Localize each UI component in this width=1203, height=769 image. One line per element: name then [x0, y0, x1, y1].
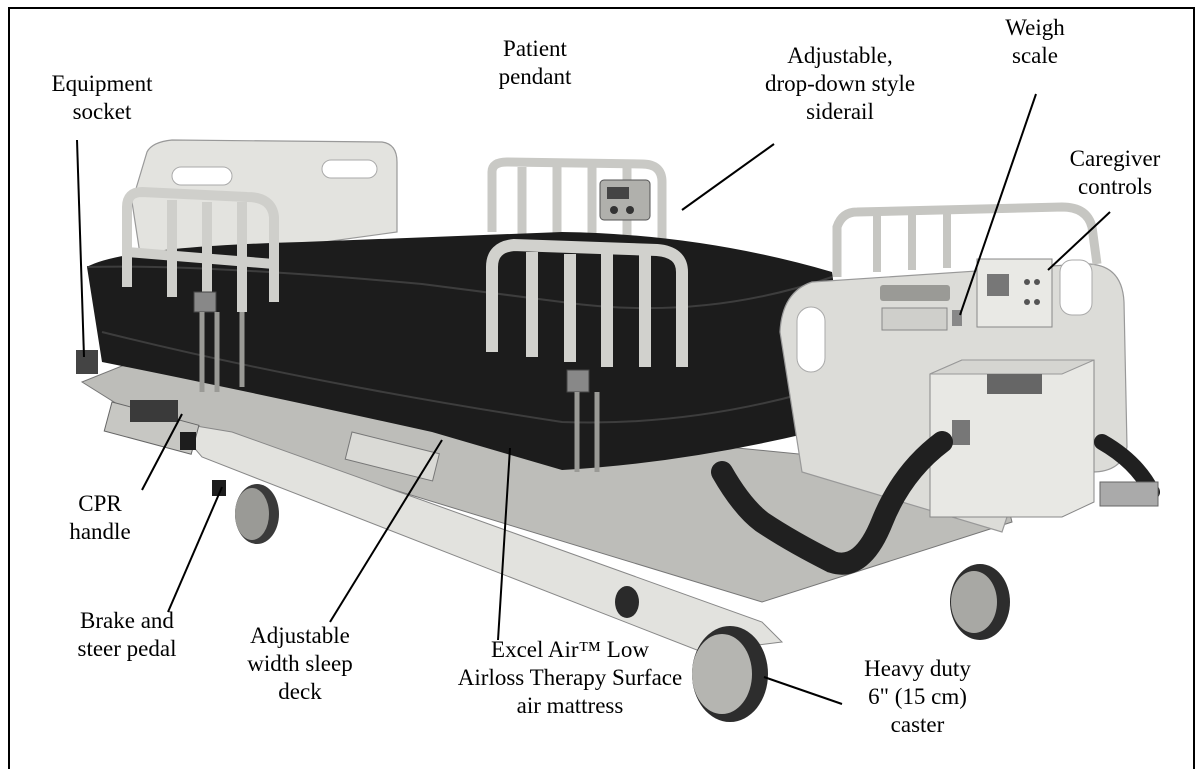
label-line: controls: [1055, 173, 1175, 201]
label-line: Brake and: [52, 607, 202, 635]
label-line: Equipment: [27, 70, 177, 98]
label-line: 6" (15 cm): [840, 683, 995, 711]
label-line: drop-down style: [730, 70, 950, 98]
patient-pendant: [600, 180, 650, 220]
leader-equipment-socket: [77, 140, 84, 357]
label-line: deck: [225, 678, 375, 706]
equipment-socket-rear: [1100, 482, 1158, 506]
hill-rom-logo: [880, 285, 950, 301]
label-line: steer pedal: [52, 635, 202, 663]
label-line: pendant: [470, 63, 600, 91]
weigh-scale-display: [882, 308, 947, 330]
label-line: handle: [50, 518, 150, 546]
label-siderail: Adjustable, drop-down style siderail: [730, 42, 950, 126]
label-weigh-scale: Weigh scale: [985, 14, 1085, 70]
air-supply-unit: [930, 360, 1094, 517]
label-line: Adjustable: [225, 622, 375, 650]
label-line: siderail: [730, 98, 950, 126]
label-line: Patient: [470, 35, 600, 63]
caster-front-left: [235, 484, 279, 544]
label-cpr-handle: CPR handle: [50, 490, 150, 546]
label-line: scale: [985, 42, 1085, 70]
label-line: CPR: [50, 490, 150, 518]
label-brake-pedal: Brake and steer pedal: [52, 607, 202, 663]
label-line: socket: [27, 98, 177, 126]
label-caster: Heavy duty 6" (15 cm) caster: [840, 655, 995, 739]
brake-pedal-part: [180, 432, 196, 450]
caster-rear-right: [950, 564, 1010, 640]
cpr-handle-part: [130, 400, 178, 422]
label-caregiver-controls: Caregiver controls: [1055, 145, 1175, 201]
label-line: Weigh: [985, 14, 1085, 42]
leader-siderail: [682, 144, 774, 210]
label-line: Heavy duty: [840, 655, 995, 683]
label-line: air mattress: [405, 692, 735, 720]
label-equipment-socket: Equipment socket: [27, 70, 177, 126]
label-line: width sleep: [225, 650, 375, 678]
label-line: Caregiver: [1055, 145, 1175, 173]
caster-rear-left: [615, 586, 639, 618]
label-line: Adjustable,: [730, 42, 950, 70]
label-patient-pendant: Patient pendant: [470, 35, 600, 91]
leader-caster: [764, 677, 842, 704]
label-line: Airloss Therapy Surface: [405, 664, 735, 692]
label-mattress: Excel Air™ Low Airloss Therapy Surface a…: [405, 636, 735, 720]
label-line: caster: [840, 711, 995, 739]
equipment-socket-part: [76, 350, 98, 374]
label-line: Excel Air™ Low: [405, 636, 735, 664]
label-sleep-deck: Adjustable width sleep deck: [225, 622, 375, 706]
siderail-latch-center: [567, 370, 589, 392]
leader-brake-pedal: [168, 487, 222, 612]
siderail-latch-left: [194, 292, 216, 312]
